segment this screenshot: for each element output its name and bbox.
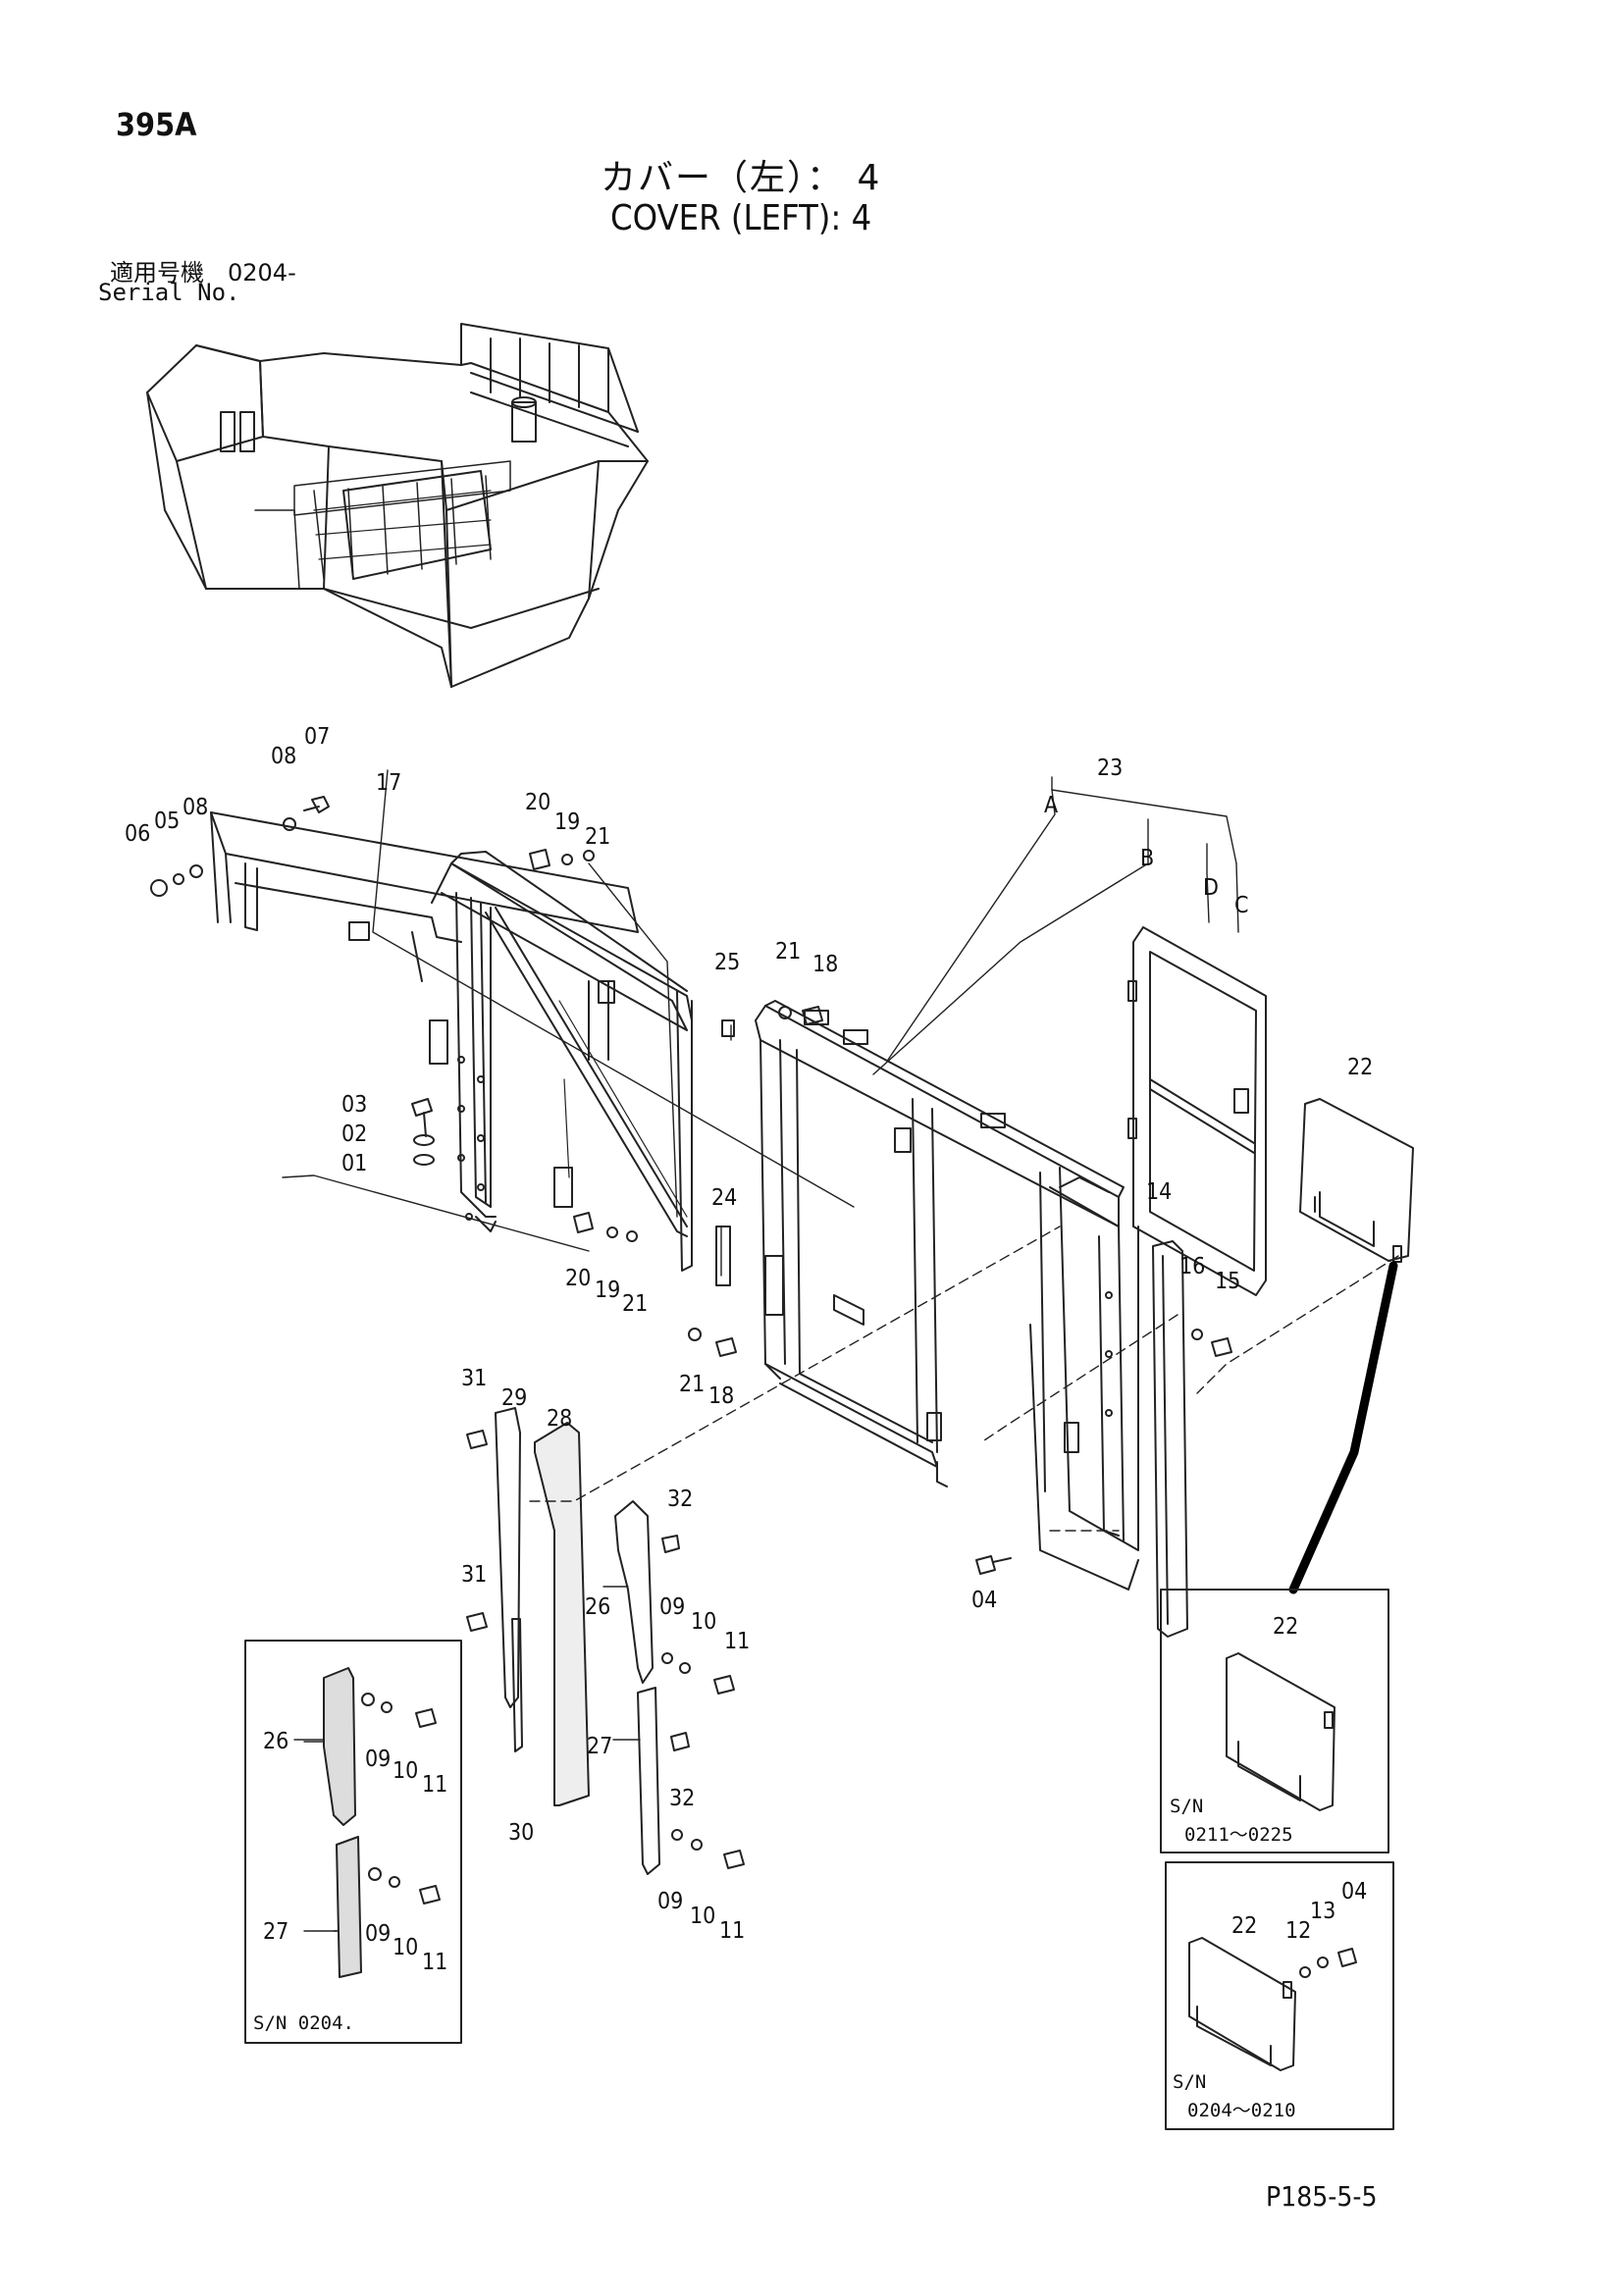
callout-03: 03	[341, 1092, 367, 1118]
lower-trim-pieces	[495, 1407, 660, 1875]
callout-29: 29	[501, 1385, 527, 1411]
inset-callout-09b: 09	[365, 1921, 391, 1947]
callout-10a: 10	[691, 1609, 716, 1635]
cover-frame-right	[755, 1000, 1139, 1591]
callout-16: 16	[1179, 1254, 1205, 1279]
callout-18b: 18	[708, 1383, 734, 1409]
callout-08a: 08	[271, 744, 296, 769]
machine-overview-illustration	[146, 323, 649, 688]
title-japanese: カバー（左）： 4	[601, 158, 882, 198]
callout-21b: 21	[775, 939, 801, 965]
callout-17: 17	[376, 770, 401, 796]
callout-08b: 08	[183, 795, 208, 820]
callout-26a: 26	[585, 1594, 610, 1620]
callout-A: A	[1044, 793, 1058, 818]
inset-callout-10b: 10	[393, 1935, 418, 1960]
callout-D: D	[1203, 875, 1219, 901]
callout-04a: 04	[971, 1588, 997, 1613]
inset-box-left	[244, 1640, 462, 2044]
inset-callout-26: 26	[263, 1729, 288, 1754]
callout-21c: 21	[622, 1291, 648, 1317]
callout-labels: 07 08 17 06 05 08 20 19 21 23 A B D C 25…	[125, 724, 1373, 2121]
callout-24: 24	[711, 1185, 737, 1211]
callout-23: 23	[1097, 756, 1123, 781]
inset-rb-callout-12: 12	[1285, 1918, 1311, 1944]
callout-20a: 20	[525, 790, 550, 815]
callout-30: 30	[508, 1820, 534, 1846]
callout-18a: 18	[812, 952, 838, 977]
inset-callout-11a: 11	[422, 1772, 447, 1798]
serial-label-japanese: 適用号機 0204-	[110, 259, 296, 287]
cover-frame-center	[429, 851, 693, 1272]
inset-callout-11b: 11	[422, 1950, 447, 1975]
cover-plate	[1299, 1098, 1414, 1263]
title-english: COVER (LEFT): 4	[610, 198, 872, 238]
inset-rb-callout-04: 04	[1341, 1879, 1367, 1905]
callout-15: 15	[1215, 1269, 1240, 1294]
inset-callout-09a: 09	[365, 1747, 391, 1772]
callout-31a: 31	[461, 1366, 487, 1391]
cover-frame-left	[210, 811, 639, 982]
callout-19a: 19	[554, 809, 580, 835]
callout-27a: 27	[587, 1734, 612, 1759]
callout-07: 07	[304, 724, 330, 750]
callout-22a: 22	[1347, 1055, 1373, 1080]
callout-25: 25	[714, 950, 740, 975]
inset-rt-range: 0211～0225	[1184, 1824, 1293, 1846]
inset-rb-callout-13: 13	[1310, 1899, 1335, 1924]
callout-C: C	[1234, 893, 1248, 918]
inset-rt-callout-22: 22	[1273, 1614, 1298, 1640]
vertical-trim	[1152, 1240, 1188, 1638]
callout-01: 01	[341, 1151, 367, 1176]
inset-rt-sn: S/N	[1170, 1796, 1203, 1817]
fasteners	[150, 796, 1232, 1869]
callout-21a: 21	[585, 824, 610, 850]
callout-09b: 09	[657, 1889, 683, 1914]
door-panel	[1127, 926, 1267, 1296]
inset-box-right-top	[1160, 1589, 1389, 1853]
callout-11a: 11	[724, 1629, 750, 1654]
callout-31b: 31	[461, 1562, 487, 1588]
callout-02: 02	[341, 1122, 367, 1147]
callout-11b: 11	[719, 1918, 745, 1944]
callout-32a: 32	[667, 1487, 693, 1512]
inset-rb-sn: S/N	[1173, 2071, 1206, 2093]
serial-label-english: Serial No.	[98, 279, 240, 306]
inset-rb-range: 0204～0210	[1187, 2100, 1296, 2121]
inset-rb-callout-22: 22	[1231, 1913, 1257, 1939]
callout-06: 06	[125, 821, 150, 847]
callout-20b: 20	[565, 1266, 591, 1291]
callout-21d: 21	[679, 1372, 705, 1397]
callout-09a: 09	[659, 1594, 685, 1620]
page-reference: P185-5-5	[1266, 2180, 1378, 2213]
callout-05: 05	[154, 809, 180, 834]
inset-left-caption: S/N 0204.	[253, 2012, 354, 2034]
inset-box-right-bottom	[1165, 1861, 1394, 2130]
callout-14: 14	[1146, 1179, 1172, 1205]
page-code: 395A	[116, 106, 197, 143]
callout-28: 28	[547, 1406, 572, 1432]
callout-19b: 19	[595, 1278, 620, 1303]
inset-callout-27: 27	[263, 1919, 288, 1945]
callout-B: B	[1140, 846, 1154, 871]
inset-callout-10a: 10	[393, 1758, 418, 1784]
callout-32b: 32	[669, 1786, 695, 1811]
callout-10b: 10	[690, 1904, 715, 1929]
